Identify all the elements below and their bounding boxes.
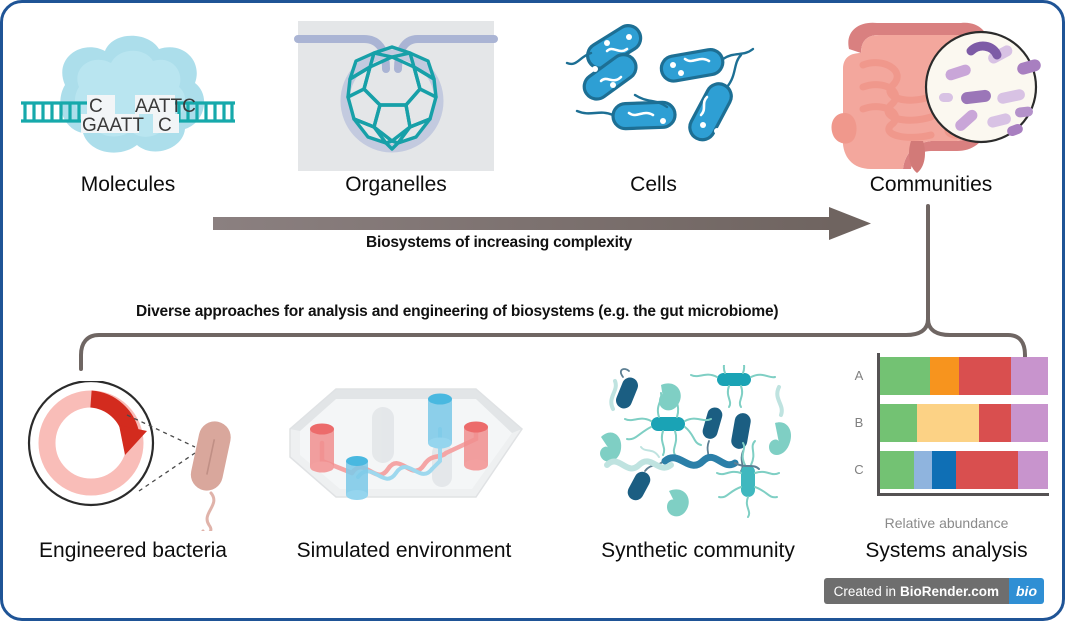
biorender-watermark: Created in BioRender.com bio	[823, 578, 1044, 604]
table-row	[880, 404, 1048, 442]
chart-row-label-c: C	[854, 462, 864, 477]
chart-y-axis	[877, 353, 880, 496]
chart-row-label-b: B	[854, 415, 864, 430]
bar-segment	[880, 451, 914, 489]
chip-port-blue-top	[428, 393, 452, 449]
cells-illustration	[551, 17, 756, 177]
engineered-bacteria-illustration	[15, 379, 253, 535]
bar-segment	[1017, 451, 1048, 489]
dna-seq-top-right: AATTC	[135, 96, 196, 117]
dna-seq-bottom-right: C	[158, 115, 172, 136]
synthetic-community-illustration	[593, 350, 808, 527]
label-synthetic-community: Synthetic community	[601, 539, 795, 562]
bar-segment	[958, 357, 1012, 395]
systems-analysis-chart: A B C	[839, 347, 1054, 527]
bar-segment	[880, 404, 917, 442]
label-molecules: Molecules	[80, 173, 176, 196]
dna-seq-bottom-left: GAATT	[82, 115, 144, 136]
table-row	[880, 451, 1048, 489]
bar-segment	[979, 404, 1012, 442]
chart-x-axis	[877, 493, 1049, 496]
chip-port-red-right	[464, 421, 488, 471]
bar-segment	[1011, 404, 1048, 442]
chart-row-label-a: A	[854, 368, 864, 383]
label-communities: Communities	[869, 173, 993, 196]
biorender-prefix: Created in	[833, 583, 896, 599]
table-row	[880, 357, 1048, 395]
organelles-illustration	[286, 17, 506, 177]
chart-x-axis-label: Relative abundance	[884, 515, 1009, 531]
label-approaches: Diverse approaches for analysis and engi…	[136, 303, 779, 320]
bar-segment	[955, 451, 1018, 489]
bar-segment	[930, 357, 959, 395]
bracket-connector	[79, 204, 1027, 371]
bar-segment	[932, 451, 956, 489]
biorender-text: Created in BioRender.com	[823, 578, 1009, 604]
biorender-brand: BioRender.com	[899, 583, 999, 599]
label-engineered-bacteria: Engineered bacteria	[39, 539, 227, 562]
bar-segment	[913, 451, 933, 489]
chip-port-red-left	[310, 423, 334, 473]
communities-illustration	[811, 9, 1051, 177]
chip-port-blue-bottom	[346, 456, 368, 500]
simulated-environment-illustration	[280, 385, 530, 527]
bar-segment	[1011, 357, 1048, 395]
bar-segment	[880, 357, 931, 395]
dna-seq-top-left: C	[89, 96, 103, 117]
molecules-illustration: C AATTC GAATT C	[13, 17, 243, 177]
label-complexity-arrow: Biosystems of increasing complexity	[366, 234, 633, 251]
label-systems-analysis: Systems analysis	[865, 539, 1028, 562]
bar-segment	[916, 404, 980, 442]
biorender-badge: bio	[1009, 578, 1044, 604]
label-organelles: Organelles	[345, 173, 447, 196]
label-cells: Cells	[630, 173, 677, 196]
label-simulated-environment: Simulated environment	[296, 539, 512, 562]
